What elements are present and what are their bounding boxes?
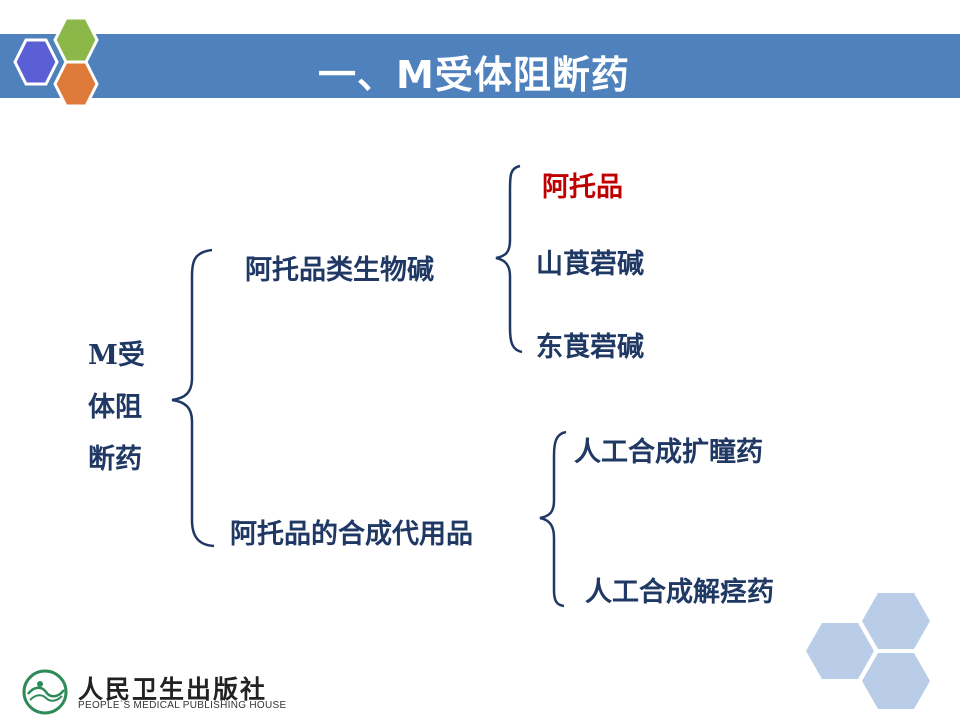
root-line-2: 体阻	[88, 392, 142, 423]
branch-synthetic-substitutes: 阿托品的合成代用品	[230, 519, 473, 550]
title-bar	[0, 34, 960, 98]
hexagon-cluster-icon	[13, 16, 99, 108]
leaf-atropine: 阿托品	[542, 172, 623, 203]
blue-hexagon	[13, 38, 59, 86]
root-bracket	[171, 248, 215, 548]
root-line-3: 断药	[88, 444, 142, 475]
leaf-anisodamine: 山莨菪碱	[536, 249, 644, 280]
branch2-bracket	[539, 430, 567, 608]
leaf-synthetic-antispasmodics: 人工合成解痉药	[585, 577, 774, 608]
leaf-synthetic-mydriatics: 人工合成扩瞳药	[574, 437, 763, 468]
orange-hexagon	[53, 60, 99, 108]
root-line-1: M受	[88, 340, 145, 371]
publisher-name-cn: 人民卫生出版社	[78, 675, 268, 704]
hexagon-decoration-icon	[806, 593, 930, 709]
page-title: 一、M受体阻断药	[318, 53, 630, 97]
publisher-logo-icon	[22, 669, 68, 715]
publisher-name-en: PEOPLE`S MEDICAL PUBLISHING HOUSE	[78, 700, 287, 711]
branch-alkaloids: 阿托品类生物碱	[245, 255, 434, 286]
leaf-scopolamine: 东莨菪碱	[536, 332, 644, 363]
root-node: M受 体阻 断药	[88, 330, 158, 486]
branch1-bracket	[495, 164, 523, 354]
